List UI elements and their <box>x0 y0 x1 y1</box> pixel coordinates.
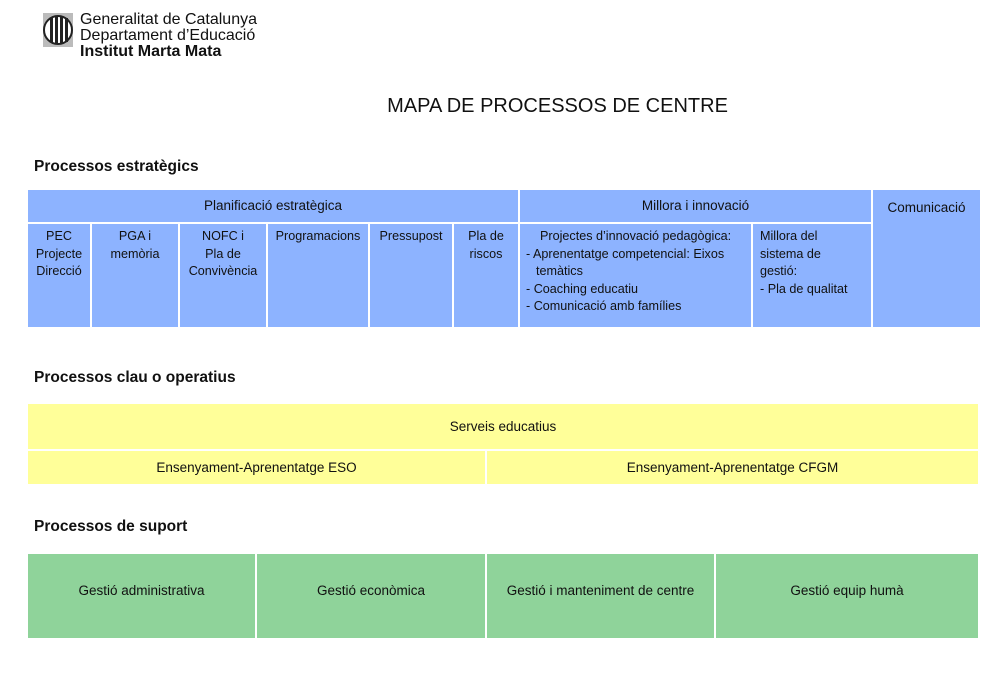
improvement-header: Millora i innovació <box>520 190 873 224</box>
catalan-crest-icon <box>43 13 73 47</box>
management-improvement-cell: Millora del sistema de gestió: - Pla de … <box>753 224 873 327</box>
planning-item: Programacions <box>268 224 370 327</box>
innovation-projects-cell: Projectes d’innovació pedagògica: - Apre… <box>520 224 753 327</box>
communication-cell: Comunicació <box>873 190 980 327</box>
planning-item: Pressupost <box>370 224 454 327</box>
department-name: Departament d’Educació <box>80 27 256 44</box>
educational-services-cell: Serveis educatius <box>28 404 978 451</box>
list-item: - Comunicació amb famílies <box>526 299 682 313</box>
key-heading: Processos clau o operatius <box>34 369 236 386</box>
support-item: Gestió econòmica <box>257 554 487 638</box>
support-item: Gestió i manteniment de centre <box>487 554 716 638</box>
planning-item: NOFC i Pla de Convivència <box>180 224 268 327</box>
support-item: Gestió administrativa <box>28 554 257 638</box>
cfgm-cell: Ensenyament-Aprenentatge CFGM <box>487 451 978 484</box>
innovation-projects-title: Projectes d’innovació pedagògica: <box>540 229 732 243</box>
planning-item: Pla de riscos <box>454 224 520 327</box>
planning-item: PEC Projecte Direcció <box>28 224 92 327</box>
list-item: - Aprenentatge competencial: Eixos temàt… <box>526 246 725 279</box>
innovation-projects-list: - Aprenentatge competencial: Eixos temàt… <box>524 246 747 316</box>
support-item: Gestió equip humà <box>716 554 978 638</box>
strategic-heading: Processos estratègics <box>34 158 199 175</box>
planning-item: PGA i memòria <box>92 224 180 327</box>
planning-header: Planificació estratègica <box>28 190 520 224</box>
eso-cell: Ensenyament-Aprenentatge ESO <box>28 451 487 484</box>
support-heading: Processos de suport <box>34 518 188 535</box>
school-name: Institut Marta Mata <box>80 43 222 60</box>
list-item: - Coaching educatiu <box>526 281 639 296</box>
organization-header: Generalitat de Catalunya Departament d’E… <box>80 12 257 60</box>
page-title: MAPA DE PROCESSOS DE CENTRE <box>387 95 728 117</box>
org-name: Generalitat de Catalunya <box>80 11 257 28</box>
